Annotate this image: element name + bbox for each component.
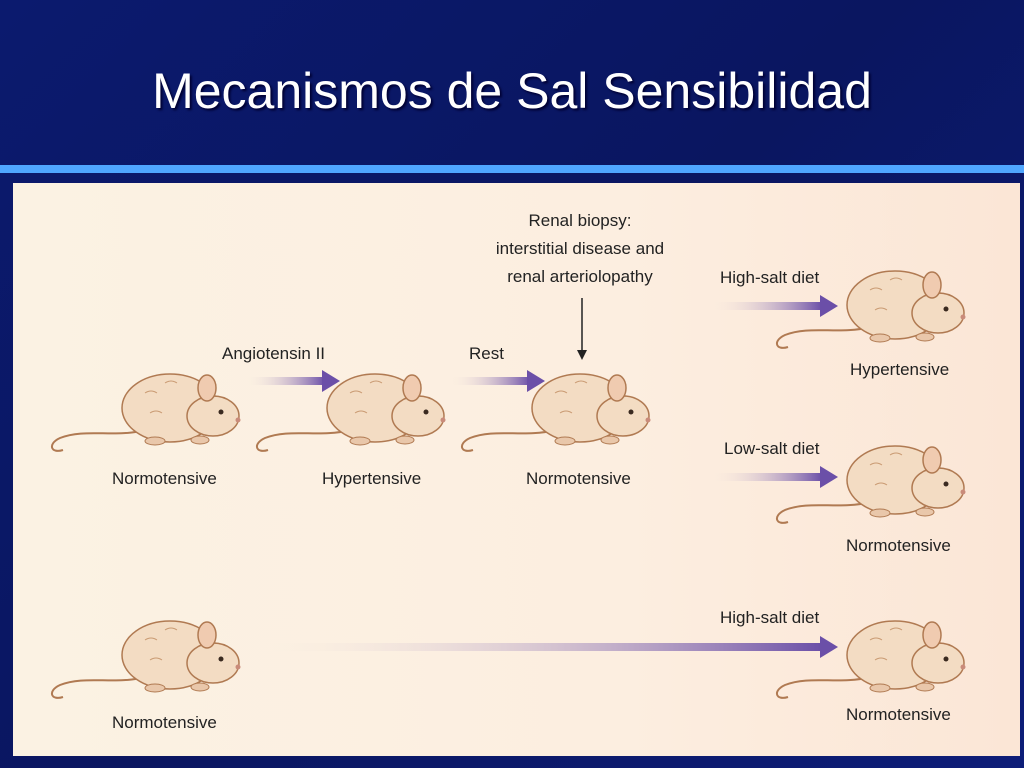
biopsy-pointer-arrow xyxy=(577,298,587,360)
rat-r1-end xyxy=(460,373,652,452)
biopsy-line-3: renal arteriolopathy xyxy=(507,267,653,286)
state-r1-high-result: Hypertensive xyxy=(850,360,950,379)
biopsy-line-2: interstitial disease and xyxy=(495,239,665,258)
arrow-high-salt-top xyxy=(710,295,838,317)
rat-r2-result xyxy=(775,620,967,699)
label-high-salt-top: High-salt diet xyxy=(720,268,820,287)
slide-title: Mecanismos de Sal Sensibilidad xyxy=(152,63,872,119)
rat-r2-start xyxy=(50,620,242,699)
label-rest: Rest xyxy=(469,344,504,363)
arrow-low-salt xyxy=(710,466,838,488)
biopsy-line-1: Renal biopsy: xyxy=(528,211,632,230)
arrow-rest xyxy=(450,370,545,392)
label-angiotensin: Angiotensin II xyxy=(222,344,326,363)
label-high-salt-bottom: High-salt diet xyxy=(720,608,820,627)
state-r1-end: Normotensive xyxy=(526,469,631,488)
arrow-high-salt-bottom xyxy=(255,636,838,658)
state-r2-start: Normotensive xyxy=(112,713,217,732)
title-divider xyxy=(0,165,1024,173)
label-biopsy: Renal biopsy: interstitial disease and r… xyxy=(460,207,700,291)
state-r2-result: Normotensive xyxy=(846,705,951,724)
state-r1-mid: Hypertensive xyxy=(322,469,422,488)
rat-r1-mid xyxy=(255,373,447,452)
state-r1-low-result: Normotensive xyxy=(846,536,951,555)
rat-r1-start xyxy=(50,373,242,452)
arrow-angiotensin xyxy=(245,370,340,392)
state-r1-start: Normotensive xyxy=(112,469,217,488)
label-low-salt: Low-salt diet xyxy=(724,439,820,458)
